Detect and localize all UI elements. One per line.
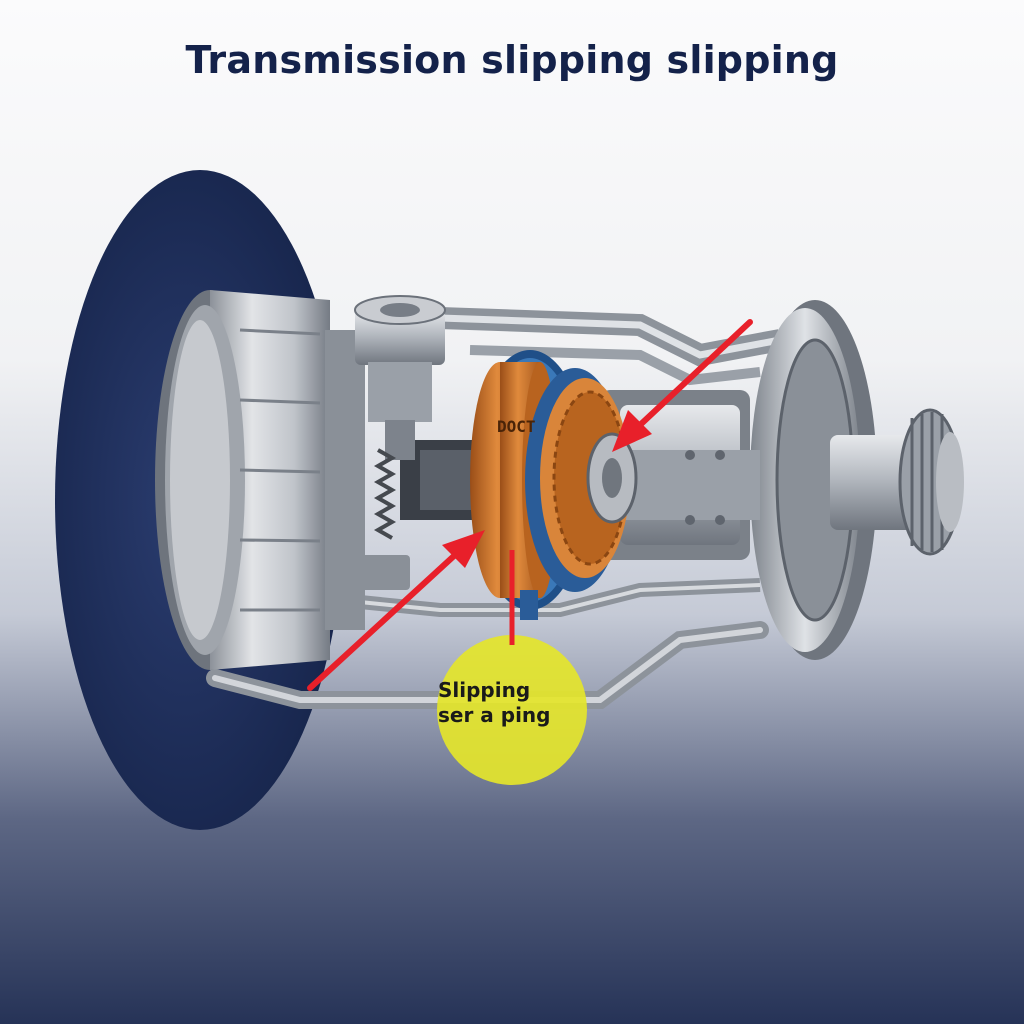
callout-label: Slipping ser a ping	[438, 678, 588, 728]
clutch-pack	[470, 350, 638, 620]
callout-line-1: Slipping	[438, 678, 531, 702]
upper-frame-rail	[439, 307, 783, 386]
callout-bubble	[437, 635, 587, 785]
callout-line-2: ser a ping	[438, 703, 551, 727]
bell-housing-drum	[155, 290, 365, 670]
output-housing	[750, 300, 964, 660]
spring-base	[355, 555, 410, 590]
coil-spring	[373, 448, 397, 540]
arrow-left-icon	[307, 530, 485, 691]
arrow-right-icon	[612, 319, 753, 452]
drum-marking: DOCT	[497, 417, 536, 436]
diagram-title: Transmission slipping slipping	[185, 38, 839, 82]
solenoid-valve	[354, 295, 446, 460]
lower-frame-rails	[206, 578, 769, 709]
